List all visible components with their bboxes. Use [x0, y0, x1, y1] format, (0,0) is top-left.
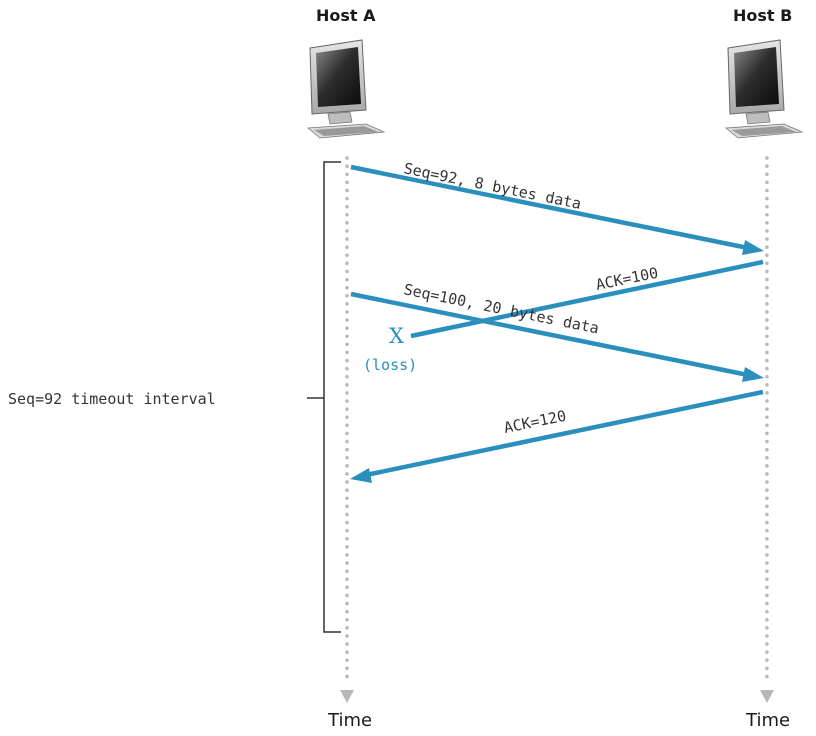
seq92-label: Seq=92, 8 bytes data	[402, 159, 583, 213]
ack120-arrow	[365, 389, 764, 478]
loss-label: (loss)	[363, 356, 417, 374]
ack100-arrow	[410, 259, 764, 339]
seq92-arrowhead	[742, 240, 764, 255]
host-a-time-label: Time	[328, 710, 373, 731]
host-a-label: Host A	[316, 6, 376, 25]
loss-x-mark: X	[389, 324, 404, 348]
host-a-timeline-arrow-icon	[340, 690, 354, 703]
seq100-arrowhead	[742, 367, 764, 382]
host-a-computer-icon	[306, 39, 386, 139]
ack120-arrowhead	[350, 468, 372, 483]
host-b-computer-icon	[724, 39, 804, 139]
timeout-bracket	[323, 161, 341, 633]
host-b-label: Host B	[733, 6, 793, 25]
ack120-label: ACK=120	[502, 407, 568, 437]
timeout-interval-label: Seq=92 timeout interval	[8, 390, 216, 408]
seq92-arrow	[350, 164, 749, 251]
host-b-time-label: Time	[746, 710, 791, 731]
host-b-timeline-arrow-icon	[760, 690, 774, 703]
seq100-arrow	[350, 291, 749, 378]
